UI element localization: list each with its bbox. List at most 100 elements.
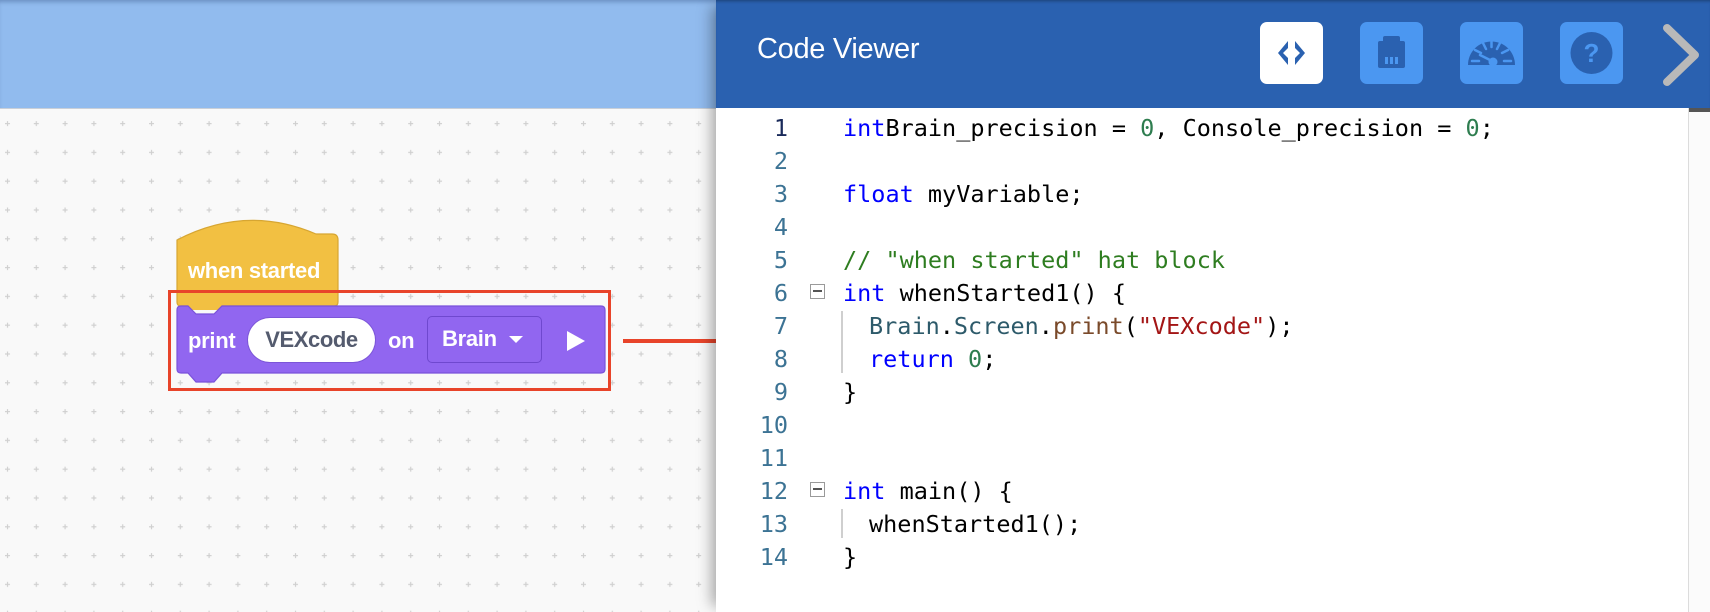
- code-token: "VEXcode": [1137, 312, 1266, 340]
- line-number: 3: [773, 180, 788, 208]
- dashboard-button[interactable]: [1460, 22, 1523, 84]
- line-number: 11: [759, 444, 788, 472]
- print-block[interactable]: print VEXcode on Brain: [176, 305, 606, 387]
- collapse-panel-button[interactable]: [1660, 22, 1704, 86]
- code-token: (: [1123, 312, 1138, 340]
- chevron-right-icon: [1663, 24, 1699, 86]
- line-number: 7: [773, 312, 788, 340]
- code-line[interactable]: 9}: [716, 374, 1686, 410]
- code-text: }: [843, 539, 857, 575]
- code-line[interactable]: 10: [716, 407, 1686, 443]
- vertical-scrollbar[interactable]: [1689, 108, 1710, 612]
- code-viewer-header: Code Viewer: [716, 0, 1710, 108]
- code-token: 0: [1465, 114, 1480, 142]
- code-line[interactable]: 4: [716, 209, 1686, 245]
- line-number: 4: [773, 213, 788, 241]
- code-token: Screen: [953, 312, 1039, 340]
- print-label: print: [188, 328, 236, 353]
- code-token: }: [843, 378, 858, 406]
- code-line[interactable]: 5 // "when started" hat block: [716, 242, 1686, 278]
- code-token: Brain_precision =: [885, 114, 1141, 142]
- highlight-annotation-box: [168, 290, 611, 391]
- code-token: .: [1038, 312, 1053, 340]
- text-input-field[interactable]: VEXcode: [248, 318, 375, 362]
- code-token: );: [1265, 312, 1294, 340]
- dropdown-value: Brain: [442, 326, 497, 351]
- line-number: 8: [773, 345, 788, 373]
- code-line[interactable]: 11: [716, 440, 1686, 476]
- code-text: int whenStarted1() {: [843, 275, 1126, 311]
- code-line[interactable]: 8 return 0;: [716, 341, 1686, 377]
- code-text: Brain.Screen.print("VEXcode");: [869, 308, 1294, 344]
- help-icon: ?: [1570, 32, 1613, 74]
- code-token: int: [843, 477, 886, 505]
- code-text: int main() {: [843, 473, 1013, 509]
- code-token: return: [869, 345, 954, 373]
- code-line[interactable]: 1 intBrain_precision = 0, Console_precisi…: [716, 110, 1686, 146]
- code-line[interactable]: 2: [716, 143, 1686, 179]
- code-token: int: [843, 279, 886, 307]
- code-text: return 0;: [869, 341, 996, 377]
- line-number: 13: [759, 510, 788, 538]
- code-view-icon: [1278, 41, 1305, 65]
- code-line[interactable]: 13 whenStarted1();: [716, 506, 1686, 542]
- indent-guide: [841, 311, 843, 373]
- code-token: ;: [982, 345, 997, 373]
- workspace-toolbar: [0, 0, 716, 109]
- code-token: }: [843, 543, 858, 571]
- code-view-button[interactable]: [1260, 22, 1323, 84]
- hat-block-label: when started: [188, 258, 321, 283]
- line-number: 6: [773, 279, 788, 307]
- device-dropdown[interactable]: Brain: [427, 316, 542, 363]
- code-line[interactable]: 14}: [716, 539, 1686, 575]
- line-number: 9: [773, 378, 788, 406]
- fold-toggle-icon[interactable]: [810, 482, 825, 497]
- on-label: on: [388, 328, 415, 353]
- code-token: main() {: [885, 477, 1013, 505]
- line-number: 14: [759, 543, 788, 571]
- run-block-play-icon[interactable]: [567, 331, 585, 351]
- when-started-hat-block[interactable]: when started: [176, 218, 340, 310]
- devices-button[interactable]: [1360, 22, 1423, 84]
- caret-down-icon: [509, 336, 523, 343]
- fold-toggle-icon[interactable]: [810, 284, 825, 299]
- line-number: 5: [773, 246, 788, 274]
- code-token: myVariable;: [913, 180, 1084, 208]
- code-text: }: [843, 374, 857, 410]
- scrollbar-top: [1689, 108, 1710, 112]
- line-number: 2: [773, 147, 788, 175]
- code-text: whenStarted1();: [869, 506, 1081, 542]
- code-text: // "when started" hat block: [843, 242, 1225, 278]
- code-token: 0: [1140, 114, 1155, 142]
- code-line[interactable]: 12 int main() {: [716, 473, 1686, 509]
- code-token: .: [939, 312, 954, 340]
- code-token: float: [843, 180, 914, 208]
- code-token: [954, 345, 968, 373]
- code-text: float myVariable;: [843, 176, 1084, 212]
- panel-title: Code Viewer: [757, 33, 920, 65]
- code-token: , Console_precision =: [1154, 114, 1466, 142]
- code-text: intBrain_precision = 0, Console_precisio…: [843, 110, 1494, 146]
- code-token: int: [843, 114, 886, 142]
- svg-text:?: ?: [1584, 38, 1600, 68]
- code-token: ;: [1479, 114, 1494, 142]
- help-button[interactable]: ?: [1560, 22, 1623, 84]
- line-number: 10: [759, 411, 788, 439]
- code-token: whenStarted1();: [869, 510, 1082, 538]
- line-number: 12: [759, 477, 788, 505]
- code-token: Brain: [869, 312, 940, 340]
- code-line[interactable]: 3 float myVariable;: [716, 176, 1686, 212]
- line-number: 1: [773, 114, 788, 142]
- dashboard-gauge-icon: [1468, 39, 1515, 67]
- code-viewer-panel: Code Viewer: [716, 0, 1710, 612]
- code-token: whenStarted1() {: [885, 279, 1126, 307]
- device-port-icon: [1378, 36, 1405, 68]
- code-token: 0: [968, 345, 983, 373]
- code-token: print: [1052, 312, 1124, 340]
- indent-guide: [841, 509, 843, 538]
- annotation-arrow-line: [623, 339, 803, 343]
- code-token: // "when started" hat block: [843, 246, 1226, 274]
- code-line[interactable]: 6 int whenStarted1() {: [716, 275, 1686, 311]
